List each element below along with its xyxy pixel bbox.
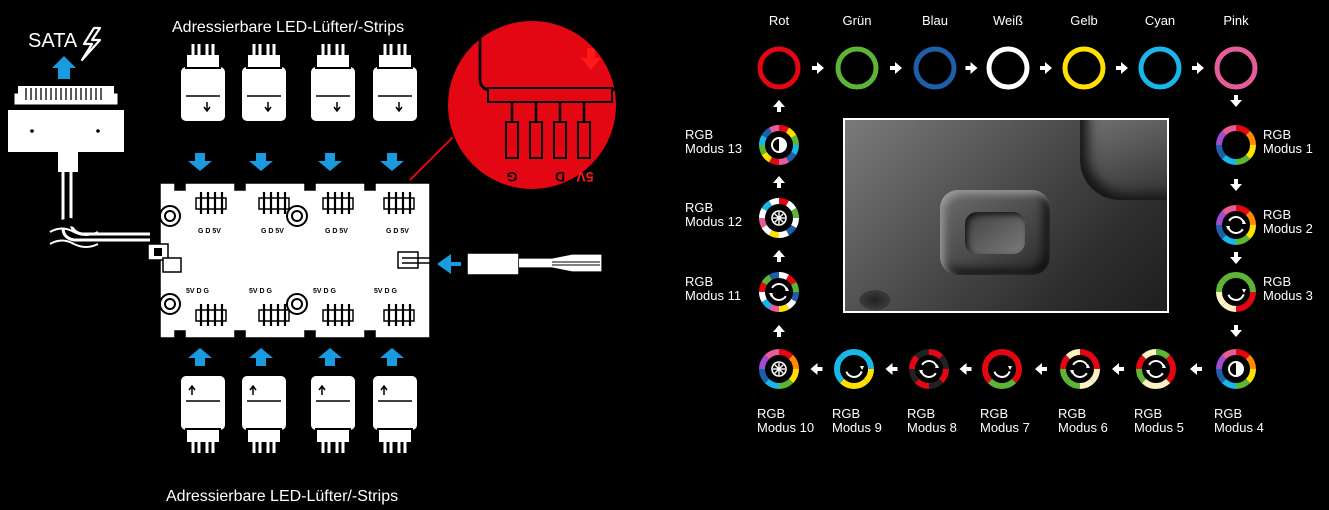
pinout-magnifier bbox=[409, 19, 618, 191]
flow-arrow bbox=[1230, 179, 1242, 191]
color-ring-5 bbox=[1062, 46, 1106, 90]
color-ring-6 bbox=[1138, 46, 1182, 90]
flow-arrow bbox=[773, 250, 785, 262]
hub-pin-label: G D 5V bbox=[325, 228, 348, 235]
hub-pin-label: 5V D G bbox=[374, 288, 398, 295]
photo-button bbox=[965, 212, 1025, 254]
flow-arrow bbox=[773, 176, 785, 188]
flow-arrow bbox=[890, 62, 902, 74]
flow-arrow bbox=[1230, 252, 1242, 264]
flow-arrow bbox=[812, 62, 824, 74]
hub-pin-label: 5V D G bbox=[249, 288, 273, 295]
sata-direction-arrow bbox=[52, 56, 76, 79]
mode-ring-5 bbox=[1136, 349, 1176, 389]
color-label: Rot bbox=[768, 13, 790, 28]
sata-connector bbox=[8, 86, 150, 248]
strips-label-top: Adressierbare LED-Lüfter/-Strips bbox=[172, 19, 405, 36]
hub-wiring-diagram: G D 5V G D 5V G D 5V G D 5V 5V D G 5V D … bbox=[8, 19, 618, 455]
strips-label-bottom: Adressierbare LED-Lüfter/-Strips bbox=[166, 488, 399, 505]
mode-ring-3 bbox=[1216, 272, 1256, 312]
hub-pin-label: G D 5V bbox=[386, 228, 409, 235]
color-label: Gelb bbox=[1070, 13, 1098, 28]
top-blue-arrows bbox=[188, 153, 404, 171]
color-label: Weiß bbox=[992, 13, 1024, 28]
flow-arrow bbox=[885, 363, 898, 375]
color-ring-2 bbox=[835, 46, 879, 90]
color-ring-4 bbox=[986, 46, 1030, 90]
color-label: Cyan bbox=[1144, 13, 1176, 28]
hub-pin-label: G D 5V bbox=[198, 228, 221, 235]
mode-ring-4 bbox=[1216, 349, 1256, 389]
flow-arrow bbox=[1230, 95, 1242, 107]
bottom-blue-arrows bbox=[188, 348, 404, 366]
sata-label: SATA bbox=[28, 30, 78, 52]
color-label: Pink bbox=[1223, 13, 1249, 28]
color-ring-7 bbox=[1214, 46, 1258, 90]
color-label: Blau bbox=[921, 13, 949, 28]
hub-pin-label: 5V D G bbox=[186, 288, 210, 295]
mode-ring-12 bbox=[759, 198, 799, 238]
flow-arrow bbox=[1035, 363, 1047, 375]
flow-arrow bbox=[1192, 62, 1204, 74]
hub-pin-label: G D 5V bbox=[261, 228, 284, 235]
lightning-icon bbox=[80, 26, 102, 62]
mode-ring-13 bbox=[759, 125, 799, 165]
flow-arrow bbox=[1040, 62, 1052, 74]
hub-pin-label: 5V D G bbox=[313, 288, 337, 295]
color-ring-1 bbox=[757, 46, 801, 90]
flow-arrow bbox=[1112, 363, 1124, 375]
mode-ring-10 bbox=[759, 349, 799, 389]
product-detail-photo bbox=[843, 118, 1169, 313]
mode-ring-9 bbox=[834, 349, 874, 389]
flow-arrow bbox=[1190, 363, 1202, 375]
top-connectors bbox=[178, 42, 420, 124]
mode-ring-2 bbox=[1216, 205, 1256, 245]
mode-ring-7 bbox=[982, 349, 1022, 389]
flow-arrow bbox=[773, 325, 785, 337]
flow-arrow bbox=[965, 62, 978, 74]
argb-hub-board bbox=[147, 182, 431, 339]
mode-ring-8 bbox=[909, 349, 949, 389]
sync-cable bbox=[437, 252, 603, 276]
flow-arrow bbox=[773, 100, 785, 112]
flow-arrow bbox=[959, 363, 972, 375]
red-down-arrow bbox=[581, 48, 601, 70]
pin-label-d: D bbox=[555, 169, 565, 185]
mode-ring-11 bbox=[759, 272, 799, 312]
flow-arrow bbox=[810, 363, 823, 375]
flow-arrow bbox=[1230, 325, 1242, 337]
color-label: Grün bbox=[842, 13, 872, 28]
bottom-connectors bbox=[178, 373, 420, 455]
color-ring-3 bbox=[913, 46, 957, 90]
photo-ridge bbox=[1080, 120, 1167, 200]
pin-label-5v: 5V bbox=[576, 169, 594, 185]
flow-arrow bbox=[1116, 62, 1128, 74]
mode-ring-6 bbox=[1060, 349, 1100, 389]
mode-ring-1 bbox=[1216, 125, 1256, 165]
hub-pin-labels: G D 5V G D 5V G D 5V G D 5V 5V D G 5V D … bbox=[186, 228, 409, 295]
pin-label-g: G bbox=[506, 169, 517, 185]
